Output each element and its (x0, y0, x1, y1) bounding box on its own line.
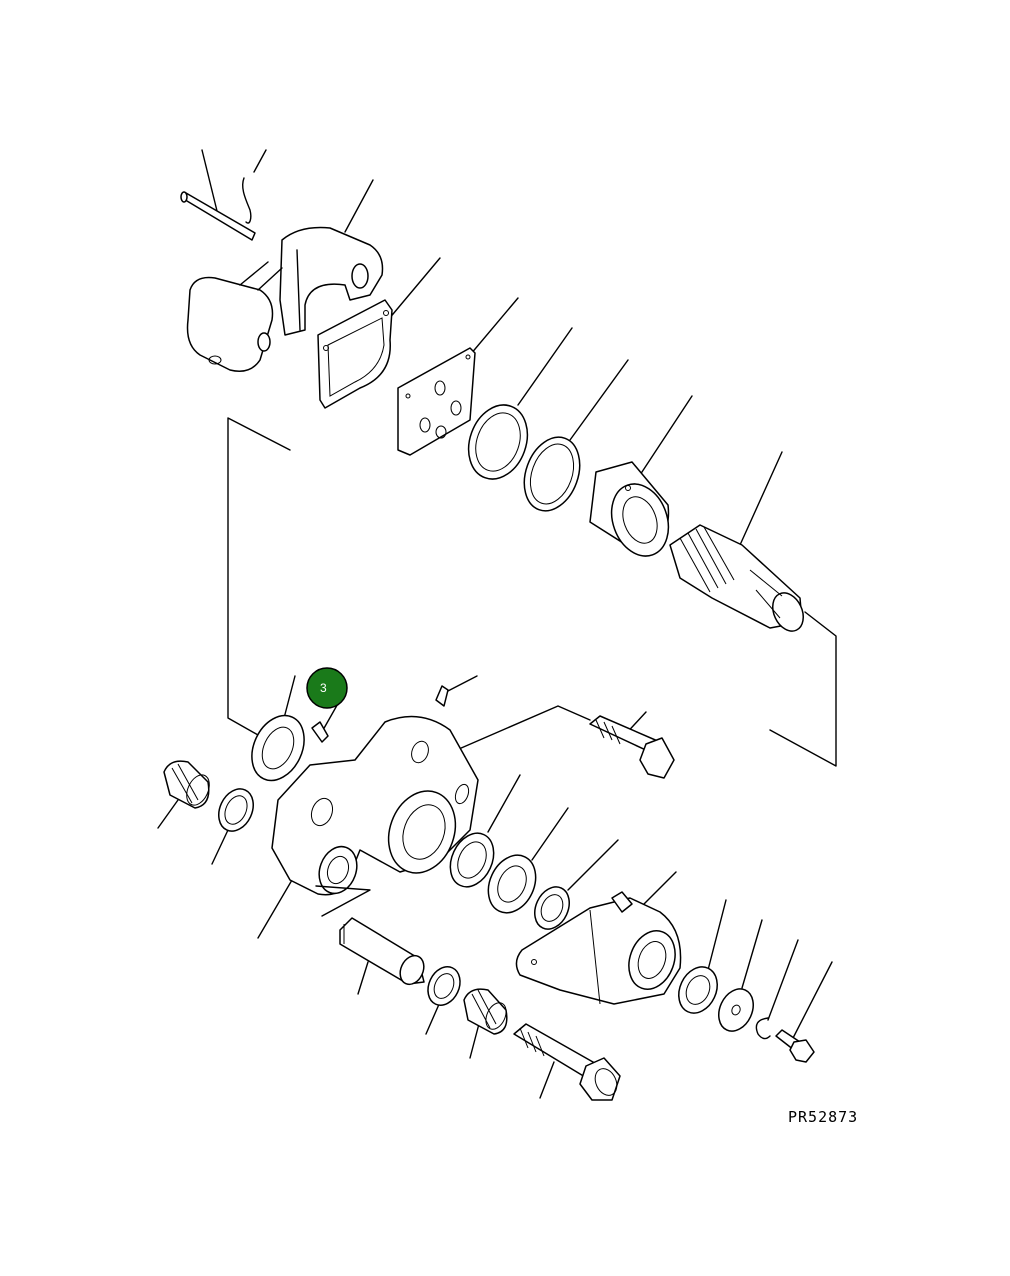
bolt-lower (513, 1023, 621, 1101)
bushing-lower (427, 966, 461, 1006)
leader-lines-upper (201, 149, 783, 546)
lower-ring-2 (487, 854, 537, 914)
caliper-body-part (271, 715, 479, 917)
bolt-upper (589, 715, 675, 779)
bushing-left (218, 788, 254, 832)
bolt-small (775, 1029, 815, 1063)
seal-ring-large (251, 714, 305, 782)
pin-part (180, 177, 256, 241)
lever-arm-part (515, 891, 682, 1005)
square-plate-part (397, 347, 476, 456)
long-pin-lower (339, 917, 425, 986)
bellows-lower (463, 988, 508, 1035)
pad-plate-part (317, 299, 393, 409)
snap-ring (755, 1017, 771, 1040)
connector-lines (227, 417, 837, 767)
washer-flat (718, 988, 754, 1032)
callout-3-circle[interactable] (306, 667, 348, 709)
leader-lines-lower (157, 711, 833, 1099)
upper-ring-1 (467, 404, 529, 480)
reference-code: PR52873 (788, 1108, 858, 1126)
bracket-part (186, 226, 384, 372)
callout-3[interactable]: 3 (306, 667, 348, 709)
callout-3-label: 3 (320, 681, 327, 695)
upper-ring-2 (523, 436, 581, 512)
sleeve-part (589, 461, 670, 557)
washer-thick (678, 966, 718, 1014)
bellows-left (163, 760, 210, 809)
grease-fitting-top (435, 685, 449, 707)
splined-shaft-part (669, 524, 804, 632)
lower-ring-1 (449, 832, 495, 888)
lower-bushing (534, 886, 570, 930)
